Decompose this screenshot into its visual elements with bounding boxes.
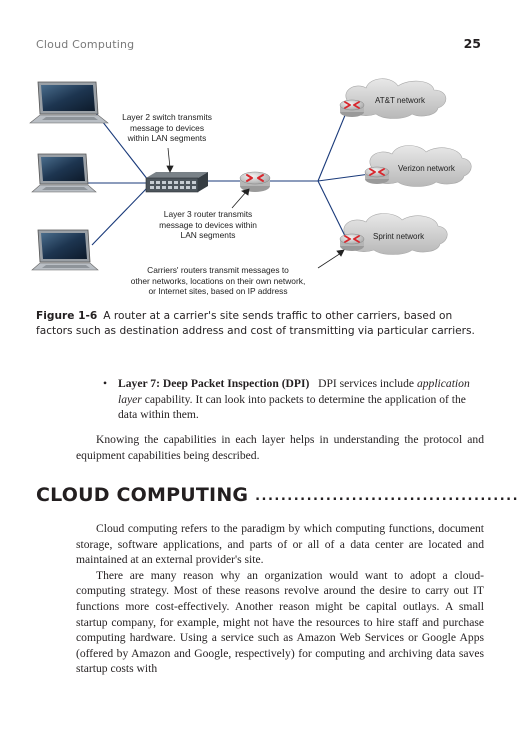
router-icon xyxy=(339,99,365,117)
cloud-computing-body: Cloud computing refers to the paradigm b… xyxy=(76,521,484,677)
router-callout: Layer 3 router transmits message to devi… xyxy=(159,209,257,240)
switch-icon xyxy=(145,172,208,193)
switch-callout: Layer 2 switch transmits message to devi… xyxy=(122,112,212,143)
network-figure: Layer 2 switch transmits message to devi… xyxy=(0,60,519,305)
bullet-text-end: capability. It can look into packets to … xyxy=(118,392,466,422)
section-title: CLOUD COMPUTING ........................… xyxy=(36,484,519,506)
router-icon xyxy=(339,233,365,251)
att-network-label: AT&T network xyxy=(375,96,425,105)
figure-number: Figure 1-6 xyxy=(36,310,98,322)
sprint-network-label: Sprint network xyxy=(373,232,425,241)
bullet-italic: application layer xyxy=(118,377,470,406)
laptop-icon xyxy=(31,229,99,271)
section-leader: ........................................… xyxy=(255,489,519,504)
paragraph-layers: Knowing the capabilities in each layer h… xyxy=(76,433,484,462)
connection-lines xyxy=(88,104,371,246)
laptop-icon xyxy=(29,81,109,124)
paragraph: Cloud computing refers to the paradigm b… xyxy=(76,522,484,567)
bullet-text: DPI services include xyxy=(318,377,417,390)
carrier-callout: Carriers' routers transmit messages to o… xyxy=(130,265,306,296)
verizon-network-label: Verizon network xyxy=(398,164,455,173)
network-diagram xyxy=(29,78,472,271)
router-icon xyxy=(364,166,390,184)
section-title-text: CLOUD COMPUTING xyxy=(36,484,249,506)
router-icon xyxy=(239,171,271,192)
page-number: 25 xyxy=(463,36,481,51)
figure-caption-text: A router at a carrier's site sends traff… xyxy=(36,310,475,337)
callout-arrows xyxy=(166,147,345,269)
running-title: Cloud Computing xyxy=(36,38,135,51)
laptop-icon xyxy=(31,153,97,193)
bullet-item: • Layer 7: Deep Packet Inspection (DPI) … xyxy=(103,376,484,423)
paragraph: There are many reason why an organizatio… xyxy=(76,568,484,676)
bullet-title: Layer 7: Deep Packet Inspection (DPI) xyxy=(118,377,310,390)
bullet-icon: • xyxy=(103,377,108,390)
